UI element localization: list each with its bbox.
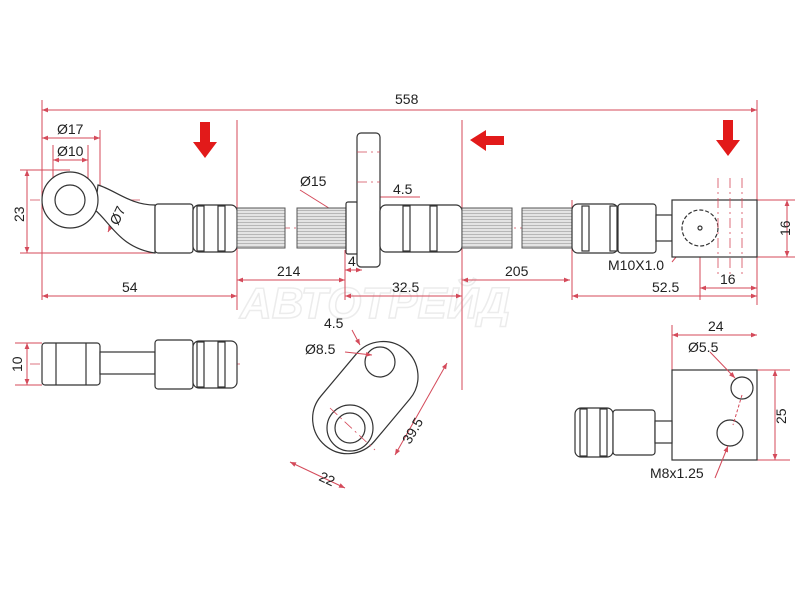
- banjo-eye: [41, 171, 156, 254]
- dimension-labels: 558 Ø17 Ø10 23 Ø7 54 214 Ø15 4.5 4 32.5 …: [9, 91, 793, 489]
- hose-segment: [521, 207, 573, 249]
- label-eye-inner-dia: Ø10: [57, 143, 84, 159]
- hose-segment: [461, 207, 513, 249]
- end-block-view: [574, 325, 790, 479]
- label-end-block-length: 16: [720, 271, 736, 287]
- bracket-fitting: [345, 132, 463, 268]
- label-plate-hole-dia: Ø8.5: [305, 341, 336, 357]
- label-block-thread: M8x1.25: [650, 465, 704, 481]
- label-block-hole-dia: Ø5.5: [688, 339, 719, 355]
- arrow-left-icon: [470, 130, 504, 151]
- watermark: АВТОТРЕЙД: [239, 277, 510, 328]
- label-overall-length: 558: [395, 91, 419, 107]
- fitting-top-view: [15, 339, 240, 390]
- label-end-fitting-length: 52.5: [652, 279, 679, 295]
- label-eye-height: 23: [11, 206, 27, 222]
- fitting-left: [154, 203, 238, 254]
- arrow-down-icon: [193, 122, 217, 158]
- hose-segment: [236, 207, 286, 249]
- label-end-block-height: 16: [777, 220, 793, 236]
- label-plate-width: 22: [317, 468, 338, 489]
- arrow-down-icon: [716, 120, 740, 156]
- label-hose-section-1: 214: [277, 263, 301, 279]
- hose-segment: [296, 207, 348, 249]
- label-block-height: 25: [773, 408, 789, 424]
- label-hose-section-2: 205: [505, 263, 529, 279]
- bracket-plate-view: [289, 329, 448, 489]
- label-bracket-thickness: 4.5: [393, 181, 413, 197]
- label-block-width: 24: [708, 318, 724, 334]
- label-washer-dia: Ø15: [300, 173, 327, 189]
- label-washer-thickness: 4: [348, 253, 356, 269]
- label-plate-offset: 4.5: [324, 315, 344, 331]
- label-fitting-width: 10: [9, 356, 25, 372]
- label-plate-length: 39.5: [399, 415, 427, 447]
- label-eye-outer-dia: Ø17: [57, 121, 84, 137]
- label-stem-dia: Ø7: [106, 203, 128, 227]
- hose-assembly-side-view: [30, 132, 760, 275]
- label-thread: M10X1.0: [608, 257, 664, 273]
- fitting-right: [571, 178, 758, 275]
- label-bracket-to-mid: 32.5: [392, 279, 419, 295]
- label-eye-to-hose: 54: [122, 279, 138, 295]
